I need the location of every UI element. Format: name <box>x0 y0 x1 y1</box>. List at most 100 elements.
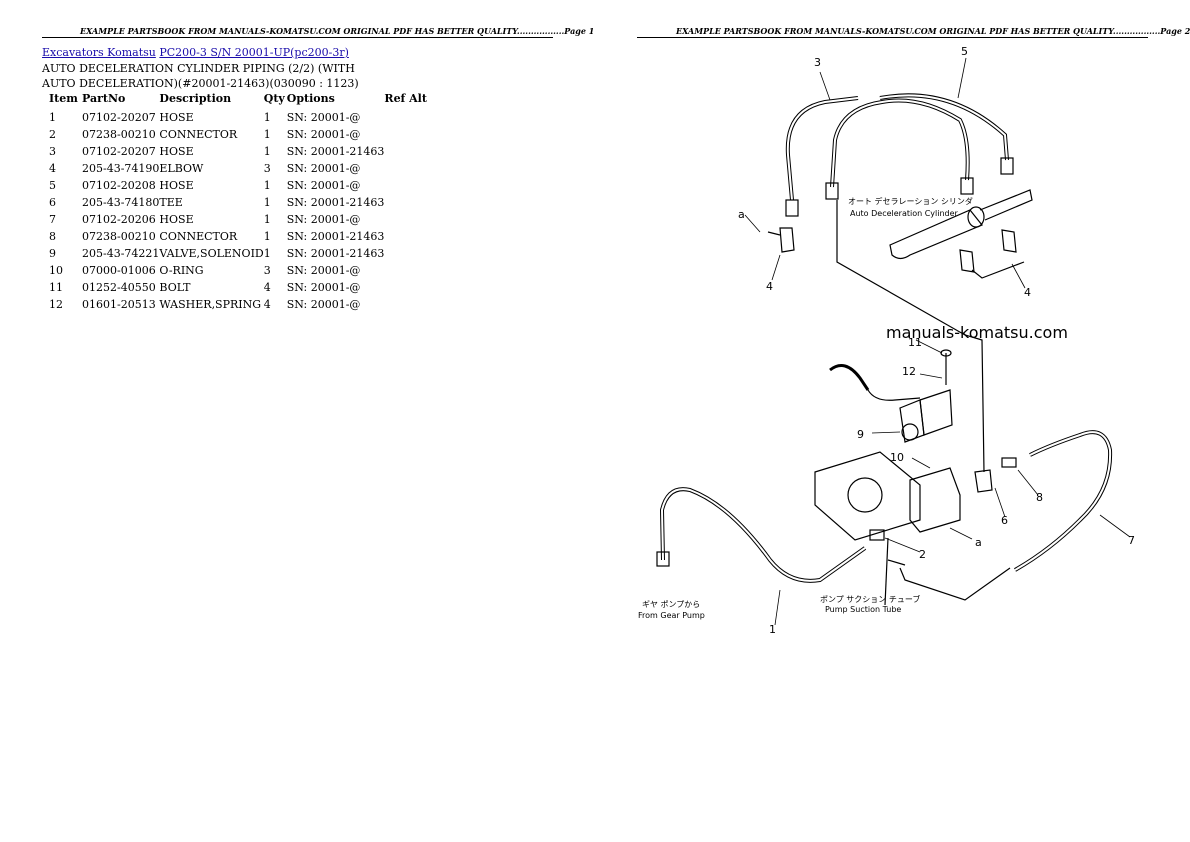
cell-options: SN: 20001-21463 <box>286 247 385 260</box>
pump-label: From Gear Pump <box>638 611 705 620</box>
cell-refalt <box>384 228 427 245</box>
callout-6: 6 <box>1001 514 1008 527</box>
callout-a2: a <box>975 536 982 549</box>
cell-description: CONNECTOR <box>159 230 238 243</box>
cell-options: SN: 20001-21463 <box>286 230 385 243</box>
cell-description: ELBOW <box>159 162 204 175</box>
watermark: manuals-komatsu.com <box>886 323 1068 342</box>
base-plate <box>814 451 921 541</box>
cell-partno: 07238-00210 <box>82 230 156 243</box>
cell-item: 1 <box>49 111 56 124</box>
cell-partno: 07102-20208 <box>82 179 156 192</box>
cell-item: 6 <box>49 196 56 209</box>
cell-qty: 4 <box>263 281 271 294</box>
cell-options: SN: 20001-@ <box>286 111 361 124</box>
cell-options: SN: 20001-@ <box>286 298 361 311</box>
callout-12: 12 <box>902 365 916 378</box>
cell-options: SN: 20001-@ <box>286 213 361 226</box>
breadcrumb: Excavators Komatsu PC200-3 S/N 20001-UP(… <box>42 46 349 59</box>
suction-label-jp: ポンプ サクション チューブ <box>820 594 920 604</box>
callout-7: 7 <box>1128 534 1135 547</box>
cell-item: 2 <box>49 128 56 141</box>
cell-description: HOSE <box>159 213 194 226</box>
cell-qty: 1 <box>263 111 271 124</box>
pump-label-jp: ギヤ ポンプから <box>642 600 700 609</box>
callout-4: 4 <box>766 280 773 293</box>
cell-refalt <box>384 160 427 177</box>
cell-options: SN: 20001-@ <box>286 281 361 294</box>
cell-item: 8 <box>49 230 56 243</box>
cell-qty: 1 <box>263 247 271 260</box>
cell-qty: 1 <box>263 179 271 192</box>
cell-options: SN: 20001-@ <box>286 128 361 141</box>
col-header-refalt: Ref Alt <box>384 91 427 105</box>
cell-partno: 07238-00210 <box>82 128 156 141</box>
solenoid-valve-9 <box>919 389 953 436</box>
cell-options: SN: 20001-@ <box>286 162 361 175</box>
cell-partno: 01252-40550 <box>82 281 156 294</box>
callout-4b: 4 <box>1024 286 1031 299</box>
callout-8: 8 <box>1036 491 1043 504</box>
cell-qty: 1 <box>263 145 271 158</box>
callout-10: 10 <box>890 451 904 464</box>
cell-partno: 205-43-74180 <box>82 196 160 209</box>
cell-description: HOSE <box>159 145 194 158</box>
cell-description: WASHER,SPRING <box>159 298 262 311</box>
cell-options: SN: 20001-21463 <box>286 196 385 209</box>
cell-partno: 07102-20206 <box>82 213 156 226</box>
cell-description: O-RING <box>159 264 204 277</box>
cell-refalt <box>384 126 427 143</box>
cell-partno: 01601-20513 <box>82 298 156 311</box>
cell-refalt <box>384 296 427 313</box>
cell-qty: 1 <box>263 230 271 243</box>
cell-description: VALVE,SOLENOID <box>159 247 264 260</box>
callout-3: 3 <box>814 56 821 69</box>
cell-qty: 1 <box>263 128 271 141</box>
cell-partno: 205-43-74190 <box>82 162 160 175</box>
suction-label: Pump Suction Tube <box>825 605 901 614</box>
cell-item: 12 <box>49 298 63 311</box>
cell-qty: 3 <box>263 264 271 277</box>
cell-item: 5 <box>49 179 56 192</box>
cylinder-label-jp: オート デセラレーション シリンダ <box>848 196 973 206</box>
callout-5: 5 <box>961 45 968 58</box>
page-title: AUTO DECELERATION CYLINDER PIPING (2/2) … <box>42 62 359 90</box>
cell-refalt <box>384 245 427 262</box>
parts-table: Item PartNo Description Qty Options Ref … <box>44 91 427 313</box>
cell-options: SN: 20001-@ <box>286 179 361 192</box>
cell-item: 7 <box>49 213 56 226</box>
cell-qty: 4 <box>263 298 271 311</box>
cylinder-label: Auto Deceleration Cylinder <box>850 209 959 218</box>
col-header-options: Options <box>286 91 335 105</box>
cell-refalt <box>384 177 427 194</box>
cell-options: SN: 20001-21463 <box>286 145 385 158</box>
cell-refalt <box>384 194 427 211</box>
cell-partno: 07102-20207 <box>82 111 156 124</box>
cell-partno: 205-43-74221 <box>82 247 160 260</box>
breadcrumb-link-excavators[interactable]: Excavators Komatsu <box>42 46 156 59</box>
cell-refalt <box>384 109 427 126</box>
cell-partno: 07102-20207 <box>82 145 156 158</box>
cell-qty: 3 <box>263 162 271 175</box>
cell-refalt <box>384 262 427 279</box>
col-header-qty: Qty <box>263 91 285 105</box>
cell-item: 4 <box>49 162 56 175</box>
breadcrumb-link-model[interactable]: PC200-3 S/N 20001-UP(pc200-3r) <box>159 46 349 59</box>
col-header-item: Item <box>49 91 78 105</box>
cell-description: HOSE <box>159 179 194 192</box>
auto-decel-cylinder <box>889 209 983 260</box>
cell-partno: 07000-01006 <box>82 264 156 277</box>
cell-refalt <box>384 143 427 160</box>
col-header-partno: PartNo <box>82 91 126 105</box>
cell-item: 10 <box>49 264 63 277</box>
